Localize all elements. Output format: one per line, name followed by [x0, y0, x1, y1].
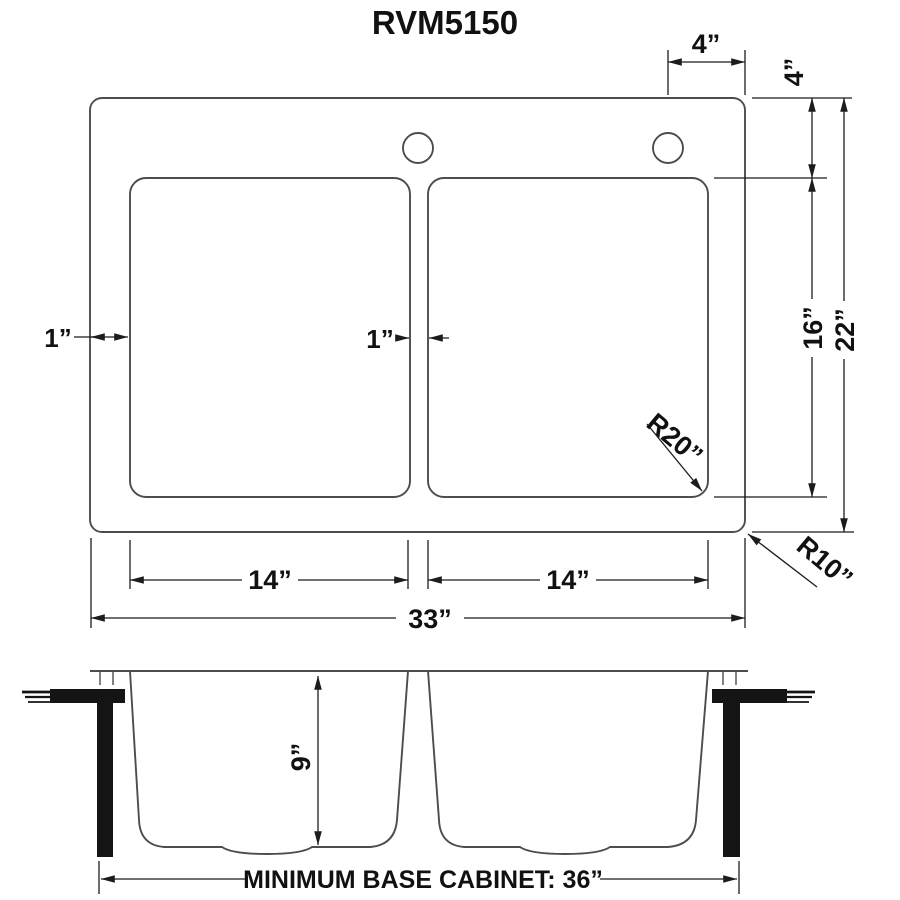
dim-label-bowl-corner-radius: R20” — [641, 407, 709, 470]
dim-label-left-reveal: 1” — [44, 323, 71, 353]
faucet-hole-right — [652, 132, 684, 164]
faucet-hole-left — [402, 132, 434, 164]
right-bowl-outline — [427, 177, 709, 498]
right-clip-flange — [712, 689, 787, 703]
dim-label-base-cabinet: MINIMUM BASE CABINET: 36” — [243, 866, 603, 894]
left-clip-leg — [97, 703, 113, 857]
front-right-bowl-profile — [427, 670, 709, 855]
left-bowl-outline — [129, 177, 411, 498]
leader-sink-radius — [747, 533, 818, 588]
right-clip-leg — [723, 703, 740, 857]
dim-label-overall-width: 33” — [408, 604, 452, 634]
dim-label-faucet-to-edge: 4” — [692, 29, 721, 59]
dim-label-rim-to-bowl-top: 4” — [779, 58, 809, 87]
dim-label-center-divider: 1” — [366, 324, 393, 354]
leader-bowl-radius — [646, 423, 703, 492]
dim-label-overall-front-to-back: 22” — [830, 308, 860, 352]
sink-outline — [89, 97, 746, 533]
dim-label-left-bowl-width: 14” — [248, 565, 292, 595]
dim-label-right-bowl-width: 14” — [546, 565, 590, 595]
front-left-bowl-profile — [129, 670, 409, 855]
dim-label-sink-corner-radius: R10” — [791, 530, 859, 593]
dim-label-bowl-depth: 9” — [286, 743, 316, 772]
left-clip-flange — [50, 689, 125, 703]
page-title: RVM5150 — [372, 4, 518, 41]
dim-label-bowl-front-to-back: 16” — [798, 306, 828, 350]
